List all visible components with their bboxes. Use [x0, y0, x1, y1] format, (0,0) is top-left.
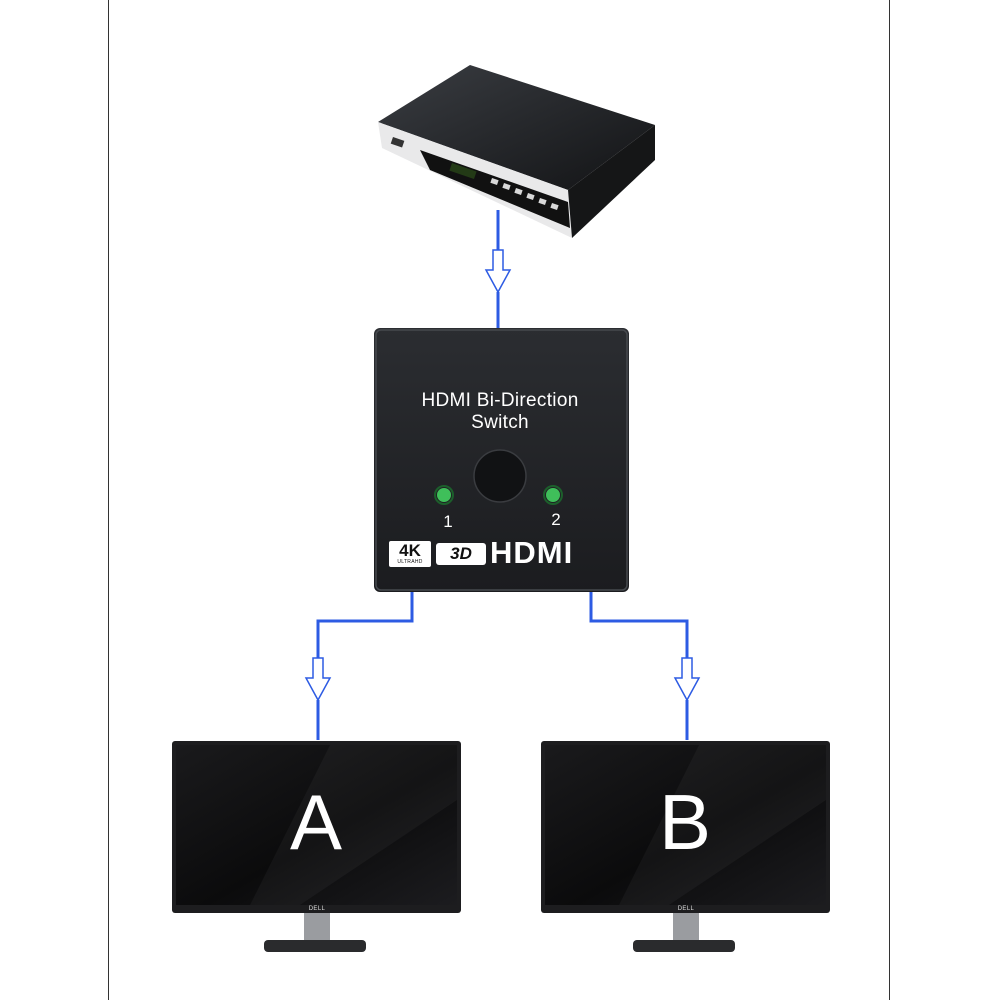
hdmi-switch-icon — [374, 328, 629, 592]
left-frame-line — [108, 0, 109, 1000]
logo-4k: 4K ULTRAHD — [389, 541, 431, 567]
monitor-a-label: A — [289, 778, 343, 866]
switch-title: HDMI Bi-Direction Switch — [378, 390, 622, 434]
monitor-b-label: B — [658, 778, 712, 866]
right-frame-line — [889, 0, 890, 1000]
logo-hdmi: HDMI — [490, 535, 574, 570]
source-device-icon — [378, 65, 655, 238]
arrow-down-icon — [673, 657, 701, 702]
port-1-label: 1 — [443, 512, 453, 531]
arrow-down-icon — [484, 249, 512, 294]
logo-3d: 3D — [436, 543, 486, 565]
arrow-down-icon — [304, 657, 332, 702]
monitor-a-brand: DELL — [308, 906, 326, 912]
switch-title-line2: Switch — [471, 412, 529, 433]
connector-switch-to-monitor-b — [589, 592, 689, 740]
monitor-b-brand: DELL — [677, 906, 695, 912]
switch-title-line1: HDMI Bi-Direction — [421, 390, 579, 411]
port-2-label: 2 — [551, 510, 561, 529]
logo-4k-text: 4K — [399, 541, 421, 560]
logo-4k-subtext: ULTRAHD — [397, 559, 423, 565]
monitor-icon — [541, 741, 830, 952]
connector-switch-to-monitor-a — [316, 592, 414, 740]
monitor-icon — [172, 741, 461, 952]
